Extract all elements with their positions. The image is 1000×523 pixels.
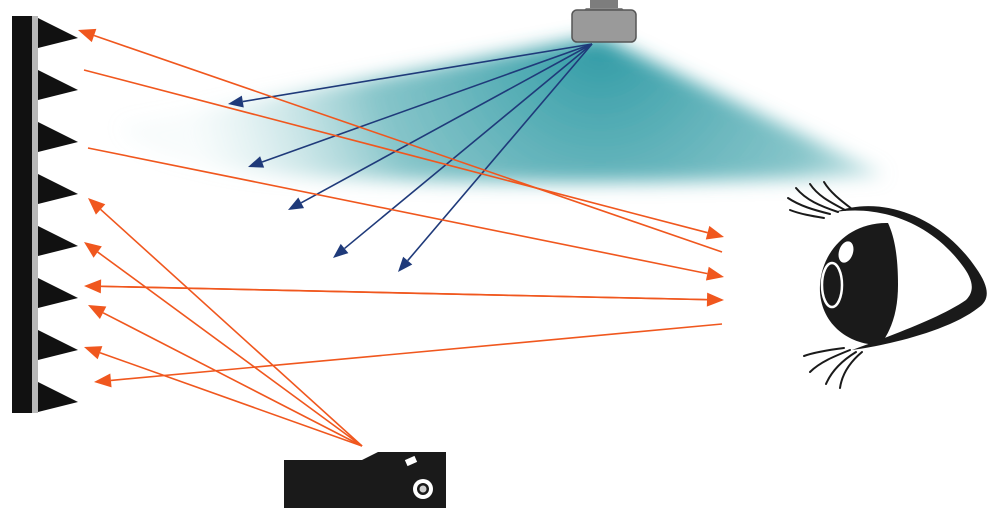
ambient-ray-line	[242, 43, 593, 103]
screen-sawteeth	[38, 18, 78, 412]
return-ray-arrowhead	[84, 279, 102, 294]
screen-tooth	[38, 226, 78, 256]
screen-tooth	[38, 382, 78, 412]
ambient-ray-arrowhead	[333, 243, 349, 258]
projector-ray-arrowhead	[84, 242, 102, 258]
ambient-ray-arrowhead	[228, 95, 244, 108]
light-cone	[120, 36, 885, 183]
projector-ray-line	[99, 351, 363, 447]
reflected-ray-line	[87, 147, 708, 275]
projector-icon	[284, 452, 446, 508]
ambient-ray-line	[407, 43, 593, 262]
reflected-ray-arrowhead	[705, 266, 724, 281]
ambient-ray-line	[344, 43, 593, 250]
projector-ray-line	[102, 312, 363, 447]
sawtooth-screen-icon	[12, 16, 78, 413]
screen-tooth	[38, 174, 78, 204]
ambient-ray-arrowhead	[248, 156, 265, 168]
projector-ray-line	[100, 208, 363, 447]
return-ray-arrowhead	[94, 373, 112, 388]
screen-tooth	[38, 278, 78, 308]
screen-tooth	[38, 122, 78, 152]
screen-tooth	[38, 330, 78, 360]
return-ray-line	[110, 323, 723, 382]
return-ray-line	[93, 34, 723, 253]
ambient-light-rays	[228, 43, 593, 272]
projector-ray-line	[97, 251, 363, 447]
ambient-ray-line	[261, 43, 593, 163]
reflected-ray-line	[83, 69, 708, 234]
projector-ray-arrowhead	[88, 305, 107, 320]
return-ray-arrowhead	[78, 28, 97, 43]
screen-tooth	[38, 18, 78, 48]
projector-ray-arrowhead	[84, 346, 103, 360]
projector-ray-arrowhead	[88, 198, 106, 215]
return-ray-line	[100, 285, 723, 301]
ambient-ray-arrowhead	[398, 256, 413, 272]
ceiling-lamp-icon	[571, 0, 637, 43]
ambient-ray-line	[300, 43, 593, 204]
ambient-ray-arrowhead	[288, 197, 305, 210]
screen-tooth	[38, 70, 78, 100]
projector-light-rays	[78, 28, 724, 447]
reflected-ray-arrowhead	[705, 225, 724, 240]
eye-icon	[787, 181, 987, 389]
